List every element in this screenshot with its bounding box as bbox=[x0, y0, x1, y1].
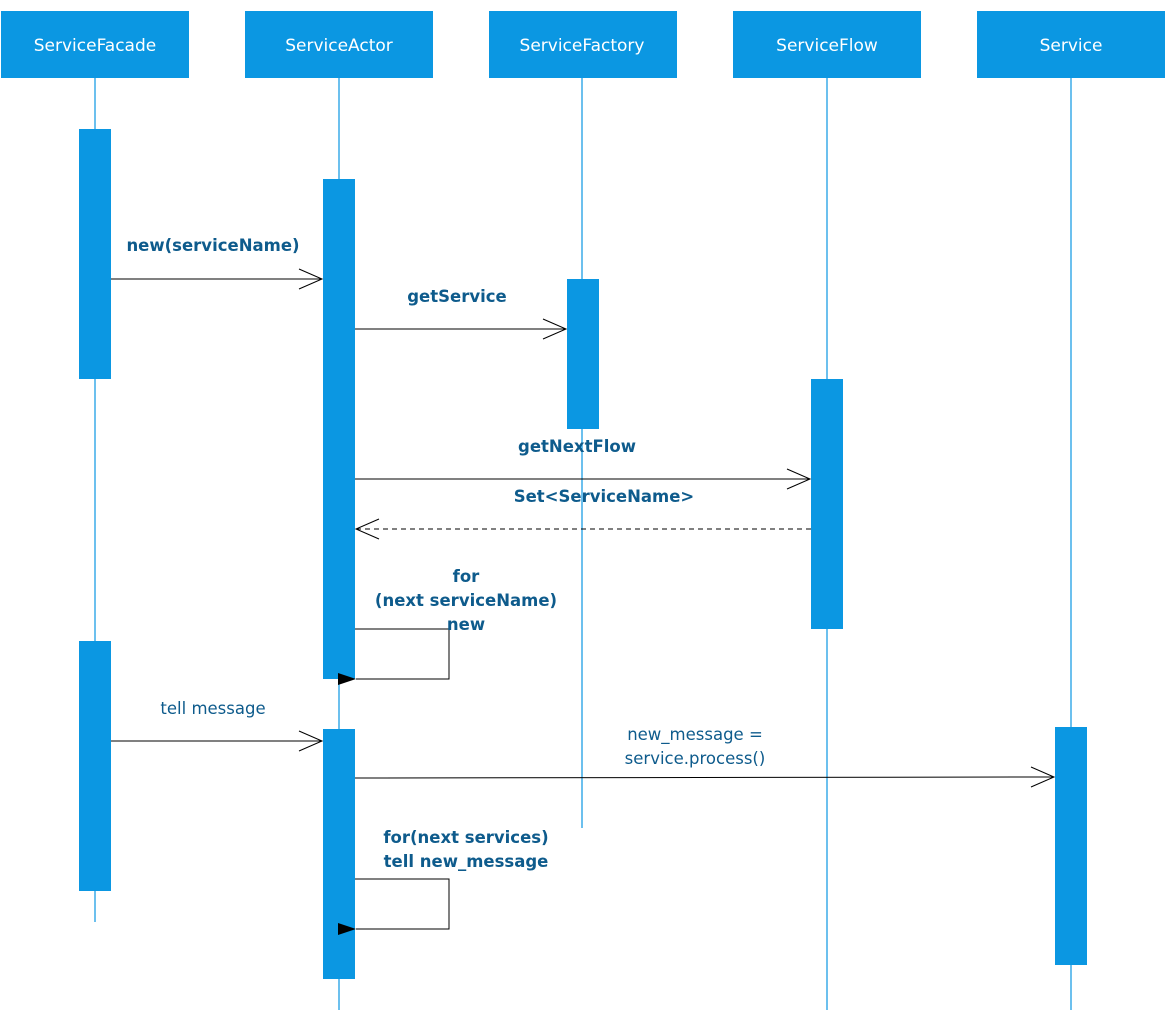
activation-facade-1 bbox=[79, 129, 111, 379]
activation-actor-1 bbox=[323, 179, 355, 679]
participant-label: ServiceActor bbox=[285, 36, 393, 56]
message-label: tell message bbox=[160, 699, 265, 718]
message-new-service-name: new(serviceName) bbox=[111, 236, 324, 290]
message-label-line-1: for bbox=[453, 567, 481, 586]
message-label-line-1: for(next services) bbox=[383, 828, 548, 847]
message-label: getNextFlow bbox=[518, 437, 636, 456]
participant-label: ServiceFacade bbox=[34, 36, 156, 56]
activation-flow bbox=[811, 379, 843, 629]
participant-service-actor: ServiceActor bbox=[245, 11, 433, 78]
message-tell-message: tell message bbox=[111, 699, 324, 752]
message-label: getService bbox=[407, 287, 506, 306]
participant-service: Service bbox=[977, 11, 1165, 78]
participant-label: Service bbox=[1040, 36, 1103, 56]
participant-service-facade: ServiceFacade bbox=[1, 11, 189, 78]
message-label: Set<ServiceName> bbox=[514, 487, 695, 506]
activation-factory bbox=[567, 279, 599, 429]
message-label-line-3: new bbox=[447, 615, 485, 634]
participant-service-flow: ServiceFlow bbox=[733, 11, 921, 78]
participant-service-factory: ServiceFactory bbox=[489, 11, 677, 78]
message-get-service: getService bbox=[355, 287, 568, 340]
message-set-service-name: Set<ServiceName> bbox=[354, 487, 811, 540]
message-for-next-new: for (next serviceName) new bbox=[338, 567, 557, 685]
message-label-line-2: tell new_message bbox=[384, 852, 549, 871]
message-get-next-flow: getNextFlow bbox=[355, 437, 812, 490]
message-label-line-2: service.process() bbox=[625, 749, 766, 768]
participant-label: ServiceFlow bbox=[776, 36, 878, 56]
message-label-line-2: (next serviceName) bbox=[375, 591, 557, 610]
message-process: new_message = service.process() bbox=[354, 725, 1056, 788]
activation-service bbox=[1055, 727, 1087, 965]
message-label: new(serviceName) bbox=[126, 236, 299, 255]
message-for-next-tell: for(next services) tell new_message bbox=[338, 828, 549, 935]
activation-facade-2 bbox=[79, 641, 111, 891]
message-label-line-1: new_message = bbox=[627, 725, 763, 745]
participant-label: ServiceFactory bbox=[520, 36, 645, 56]
activations bbox=[79, 129, 1087, 979]
lifelines bbox=[94, 78, 1072, 1010]
activation-actor-2 bbox=[323, 729, 355, 979]
